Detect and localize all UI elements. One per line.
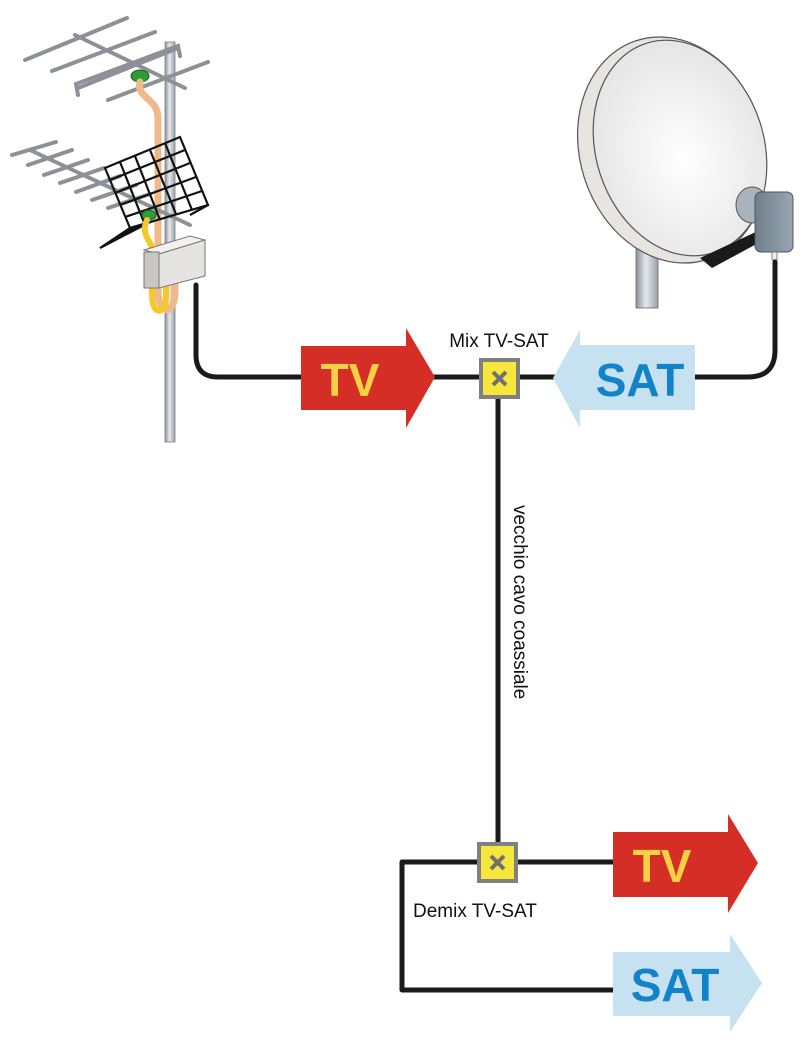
demix-sat-output-cable xyxy=(399,859,618,993)
mixer-label: Mix TV-SAT xyxy=(449,331,549,352)
mixer-cross-icon xyxy=(491,370,508,387)
antenna-to-mixer-cable xyxy=(193,282,483,380)
demixer-cross-icon xyxy=(489,854,506,871)
tv-antenna-icon xyxy=(10,16,210,443)
demixer-block: Demix TV-SAT xyxy=(413,842,537,922)
lnb-arm xyxy=(700,230,764,268)
sat-input-arrow-label: SAT xyxy=(596,354,685,406)
tv-output-arrow: TV xyxy=(613,814,758,913)
satellite-dish-icon xyxy=(576,36,794,309)
sat-output-arrow: SAT xyxy=(613,934,762,1032)
upper-antenna-cable xyxy=(136,78,179,314)
tv-input-arrow-label: TV xyxy=(321,354,380,406)
lnb-body xyxy=(754,191,794,253)
reflector-grid xyxy=(99,135,210,249)
demixer-label: Demix TV-SAT xyxy=(413,901,537,922)
antenna-amplifier-box xyxy=(142,235,207,289)
lower-antenna-cable xyxy=(141,217,169,314)
tv-input-arrow: TV xyxy=(301,328,435,428)
sat-input-arrow: SAT xyxy=(553,330,695,428)
sat-output-arrow-label: SAT xyxy=(631,959,720,1011)
upper-yagi-antenna xyxy=(23,16,210,102)
old-coax-cable-label: vecchio cavo coassiale xyxy=(509,505,530,699)
mixer-block: Mix TV-SAT xyxy=(449,331,549,399)
tv-output-arrow-label: TV xyxy=(633,840,692,892)
dish-to-mixer-cable xyxy=(515,259,778,380)
coax-cables xyxy=(193,259,778,993)
